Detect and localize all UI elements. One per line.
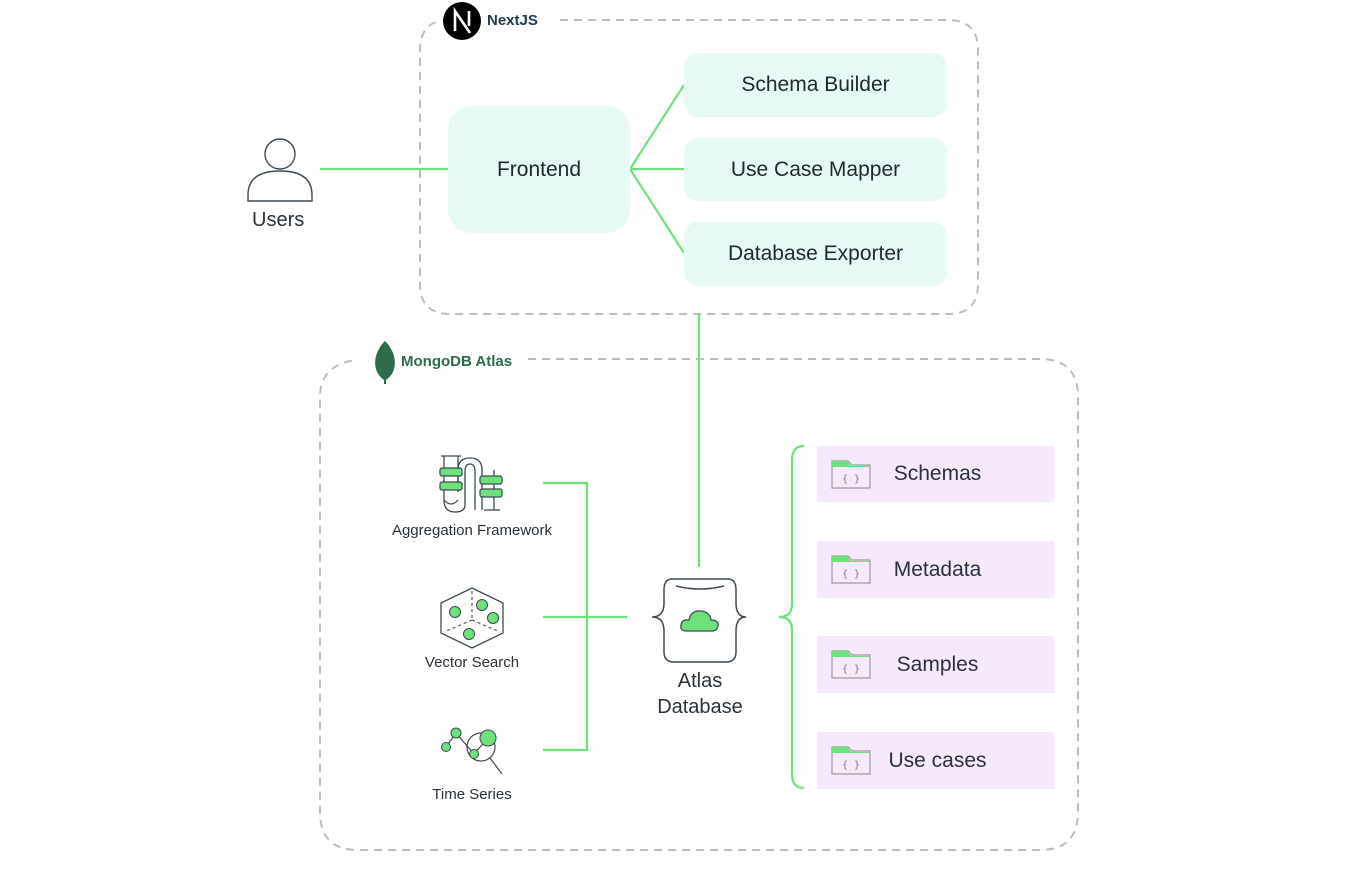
collection-metadata: { } Metadata <box>817 541 1054 598</box>
collections-curly-brace <box>778 444 805 790</box>
folder-json-icon: { } <box>831 460 871 489</box>
collection-schemas: { } Schemas <box>817 446 1054 502</box>
svg-text:{ }: { } <box>842 474 860 485</box>
connector-frontend-database-exporter <box>629 168 685 254</box>
folder-json-icon: { } <box>831 555 871 584</box>
collection-label: Schemas <box>893 462 982 485</box>
connector-features-bracket <box>543 481 627 752</box>
frontend-box: Frontend <box>448 106 630 233</box>
svg-text:{ }: { } <box>842 760 860 771</box>
service-box-schema-builder: Schema Builder <box>684 53 947 117</box>
feature-label-time-series: Time Series <box>432 786 512 803</box>
connector-frontend-schema-builder <box>629 84 685 170</box>
atlas-label-line1: Atlas <box>677 670 723 692</box>
vector-cube-icon <box>440 587 504 649</box>
atlas-database-label: Atlas Database <box>640 668 760 720</box>
collection-samples: { } Samples <box>817 636 1054 693</box>
pipeline-icon <box>439 455 503 513</box>
service-box-database-exporter: Database Exporter <box>684 222 947 286</box>
feature-label-aggregation: Aggregation Framework <box>391 522 553 539</box>
atlas-label-line2: Database <box>657 696 743 718</box>
service-box-use-case-mapper: Use Case Mapper <box>684 138 947 201</box>
svg-text:{ }: { } <box>842 664 860 675</box>
time-series-magnifier-icon <box>441 727 503 775</box>
collection-label: Use cases <box>888 748 987 772</box>
folder-json-icon: { } <box>831 650 871 679</box>
nextjs-logo-icon <box>443 2 481 40</box>
feature-label-vector-search: Vector Search <box>424 654 520 671</box>
nextjs-group-border <box>419 19 979 315</box>
service-label: Database Exporter <box>727 242 904 265</box>
svg-text:{ }: { } <box>842 569 860 580</box>
service-label: Schema Builder <box>741 73 890 96</box>
user-icon <box>247 138 313 202</box>
collection-use-cases: { } Use cases <box>817 732 1054 789</box>
mongodb-group-border <box>319 358 1079 851</box>
frontend-label: Frontend <box>496 157 582 181</box>
service-label: Use Case Mapper <box>730 157 901 181</box>
mongodb-group-label: MongoDB Atlas <box>401 353 513 370</box>
users-label: Users <box>252 209 305 231</box>
collection-label: Samples <box>896 652 979 676</box>
atlas-database-cloud-icon <box>651 578 747 663</box>
mongodb-leaf-icon <box>375 341 395 384</box>
nextjs-group-label: NextJS <box>487 12 538 29</box>
folder-json-icon: { } <box>831 746 871 775</box>
collection-label: Metadata <box>893 557 982 581</box>
